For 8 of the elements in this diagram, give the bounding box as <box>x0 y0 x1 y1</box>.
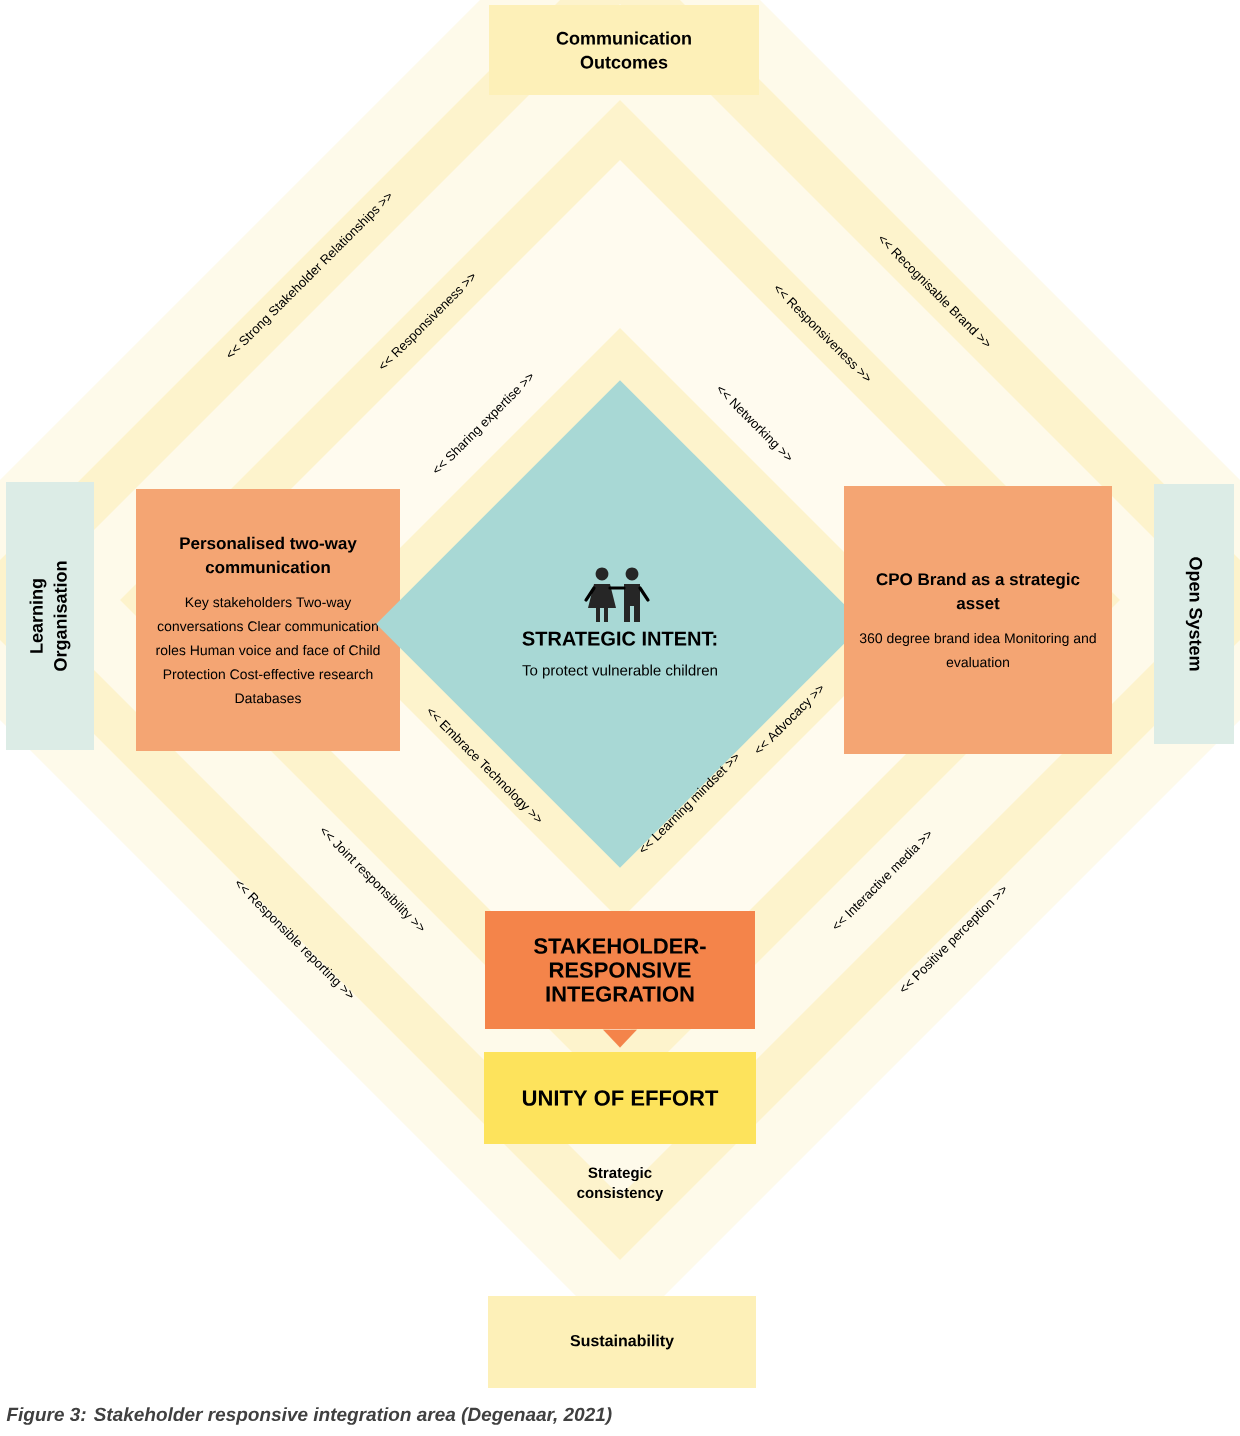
heading-box: Sustainability <box>488 1296 756 1388</box>
caption: Figure 3: Stakeholder responsive integration area (Degenaar, 2021) <box>6 1407 612 1425</box>
heading-box: Communication Outcomes <box>489 5 759 95</box>
integration-box: STAKEHOLDER-RESPONSIVE INTEGRATION <box>485 911 755 1029</box>
side-box: Open System <box>1154 484 1234 744</box>
pointer-arrow <box>603 1029 637 1048</box>
unity-box: UNITY OF EFFORT <box>484 1052 756 1144</box>
side-box: Learning Organisation <box>6 482 94 750</box>
